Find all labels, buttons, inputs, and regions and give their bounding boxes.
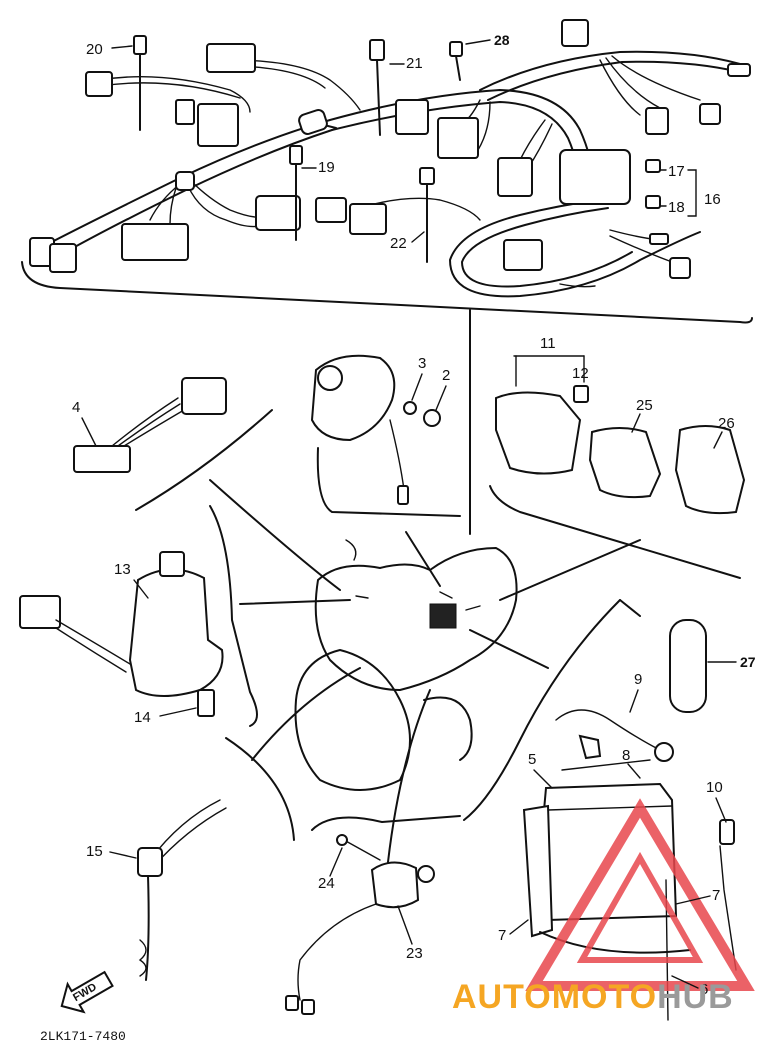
watermark-text-part1: AUTOMOTO [452, 978, 657, 1016]
label-8: 8 [622, 747, 630, 764]
label-9: 9 [634, 671, 642, 688]
label-21: 21 [406, 55, 423, 72]
label-7-right: 7 [712, 887, 720, 904]
part-labels: 20 21 28 19 17 18 16 22 11 12 25 26 3 2 … [72, 32, 756, 998]
label-13: 13 [114, 561, 131, 578]
label-6: 6 [700, 981, 708, 998]
wire-lead-4 [73, 377, 273, 511]
label-18: 18 [668, 199, 685, 216]
label-19: 19 [318, 159, 335, 176]
label-24: 24 [318, 875, 335, 892]
switch-23-24 [285, 815, 461, 1015]
watermark-text-part2: HUB [657, 978, 734, 1016]
label-5: 5 [528, 751, 536, 768]
cover-27 [669, 619, 707, 713]
drawing-code: 2LK171-7480 [40, 1029, 126, 1044]
label-25: 25 [636, 397, 653, 414]
fwd-arrow-icon [60, 970, 114, 1014]
wire-harness-group [21, 19, 753, 324]
label-17: 17 [668, 163, 685, 180]
label-28: 28 [494, 32, 510, 48]
label-11: 11 [540, 335, 556, 352]
label-4: 4 [72, 399, 80, 416]
label-10: 10 [706, 779, 723, 796]
label-3: 3 [418, 355, 426, 372]
battery-group [522, 599, 737, 1021]
automotohub-logo [525, 798, 755, 991]
label-27: 27 [740, 654, 756, 670]
relays-11-12-25-26 [489, 355, 746, 579]
label-26: 26 [718, 415, 735, 432]
frame-body [209, 309, 641, 863]
label-20: 20 [86, 41, 103, 58]
label-23: 23 [406, 945, 423, 962]
label-12: 12 [572, 365, 589, 382]
watermark-text: AUTOMOTOHUB [452, 978, 734, 1016]
main-switch-13 [19, 505, 258, 727]
switch-15 [137, 737, 295, 981]
switch-3-2 [310, 354, 461, 517]
label-7-left: 7 [498, 927, 506, 944]
label-15: 15 [86, 843, 103, 860]
label-16: 16 [704, 191, 721, 208]
label-14: 14 [134, 709, 151, 726]
label-22: 22 [390, 235, 407, 252]
label-2: 2 [442, 367, 450, 384]
